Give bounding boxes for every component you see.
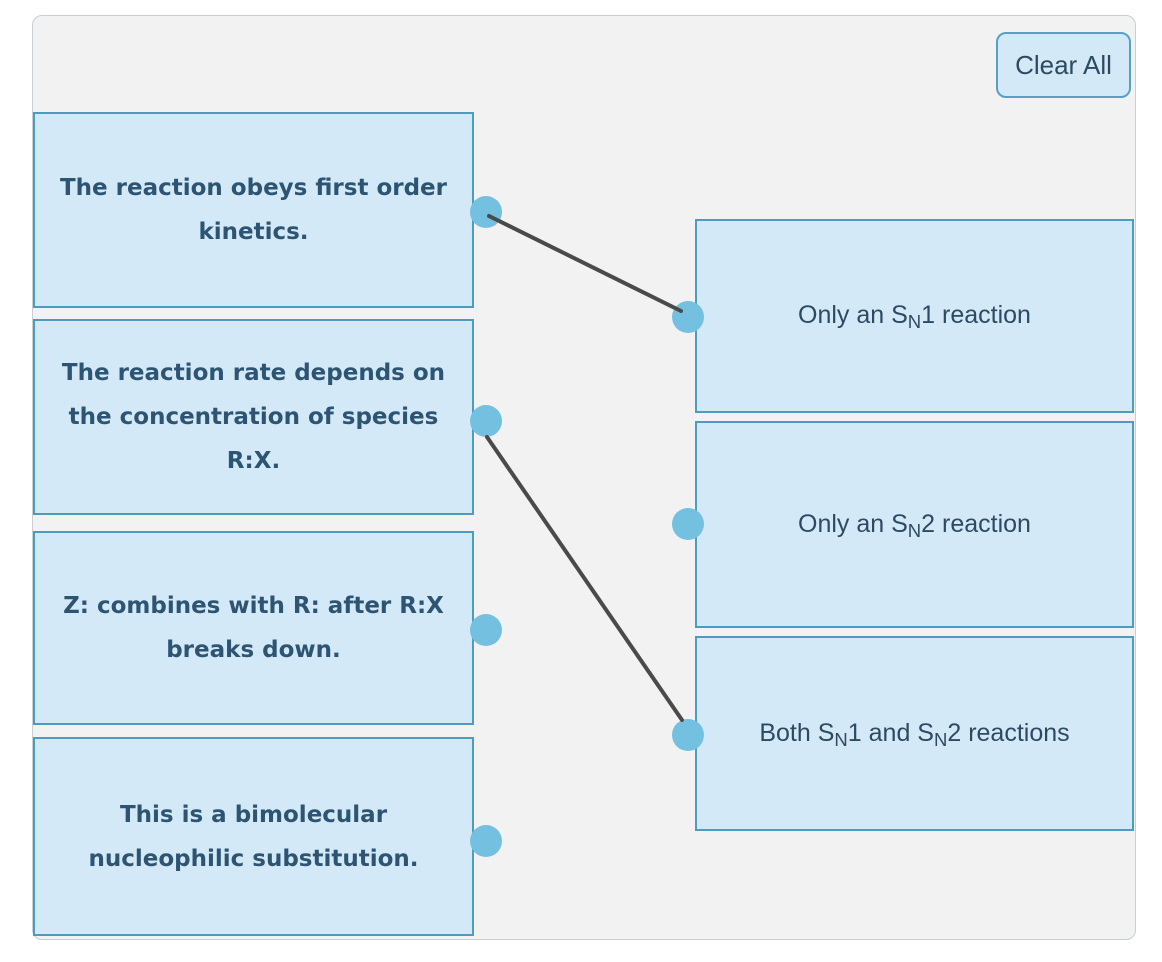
answer-label-2: Only an SN2 reaction [798,509,1031,541]
answer-label-1: Only an SN1 reaction [798,301,1031,333]
prompt-label-1: The reaction obeys first order kinetics. [59,175,447,245]
connector-dot-right-1[interactable] [672,301,704,333]
connector-dot-right-2[interactable] [672,508,704,540]
connector-dot-left-3[interactable] [470,614,502,646]
connector-dot-left-2[interactable] [470,405,502,437]
connector-dot-right-3[interactable] [672,719,704,751]
connector-dot-left-4[interactable] [470,825,502,857]
answer-box-1[interactable]: Only an SN1 reaction [695,219,1134,413]
answer-box-3[interactable]: Both SN1 and SN2 reactions [695,636,1134,831]
prompt-box-2[interactable]: The reaction rate depends on the concent… [33,319,474,515]
prompt-box-3[interactable]: Z: combines with R: after R:X breaks dow… [33,531,474,725]
connector-dot-left-1[interactable] [470,196,502,228]
clear-all-button[interactable]: Clear All [996,32,1131,98]
matching-exercise-panel: Clear All The reaction obeys first order… [32,15,1136,940]
prompt-label-2: The reaction rate depends on the concent… [61,360,446,474]
answer-label-3: Both SN1 and SN2 reactions [759,718,1070,750]
prompt-box-4[interactable]: This is a bimolecular nucleophilic subst… [33,737,474,936]
prompt-label-3: Z: combines with R: after R:X breaks dow… [63,593,444,663]
prompt-label-4: This is a bimolecular nucleophilic subst… [88,801,419,872]
prompt-box-1[interactable]: The reaction obeys first order kinetics. [33,112,474,308]
answer-box-2[interactable]: Only an SN2 reaction [695,421,1134,628]
